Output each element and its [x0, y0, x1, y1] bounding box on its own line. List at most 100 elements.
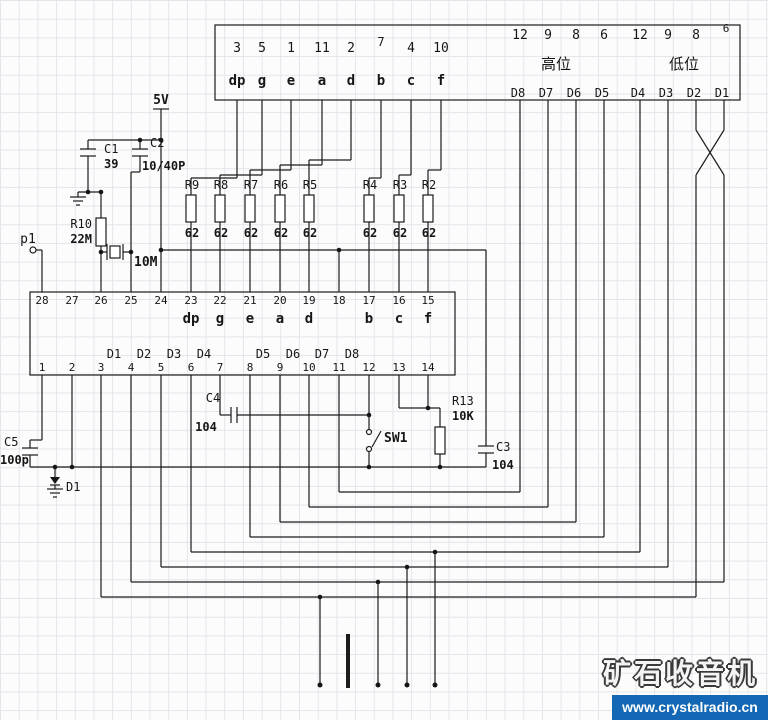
data-line-label: D2	[687, 86, 701, 100]
resistor-value: 62	[185, 226, 199, 240]
ic-pin-number: 4	[128, 361, 135, 374]
ic-segment-label: c	[395, 311, 403, 327]
ic-pin-number: 10	[302, 361, 315, 374]
crystal-value: 10M	[134, 255, 158, 270]
component-value: 22M	[70, 232, 92, 246]
display-pin-number: 5	[258, 41, 266, 56]
ic-segment-label: dp	[183, 311, 200, 327]
segment-label: a	[318, 73, 326, 89]
display-pin-number: 6	[600, 28, 608, 43]
display-pin-number: 12	[632, 28, 648, 43]
ic-pin-number: 2	[69, 361, 76, 374]
ic-data-label: D1	[107, 347, 121, 361]
component-value: 39	[104, 157, 118, 171]
watermark-url: www.crystalradio.cn	[612, 695, 768, 720]
ic-pin-number: 17	[362, 294, 375, 307]
component-name: R13	[452, 394, 474, 408]
component-name: R10	[70, 217, 92, 231]
display-pin-number: 8	[572, 28, 580, 43]
data-line-label: D6	[567, 86, 581, 100]
display-pin-number: 6	[723, 22, 730, 35]
ic-pin-number: 26	[94, 294, 107, 307]
display-pin-number: 11	[314, 41, 330, 56]
ic-pin-number: 8	[247, 361, 254, 374]
ic-data-label: D7	[315, 347, 329, 361]
segment-label: c	[407, 73, 415, 89]
ic-pin-number: 5	[158, 361, 165, 374]
ic-segment-label: d	[305, 311, 313, 327]
resistor-name: R9	[185, 178, 199, 192]
digit-high-label: 高位	[541, 56, 571, 73]
ic-pin-number: 14	[421, 361, 435, 374]
component-name: C1	[104, 142, 118, 156]
ic-pin-number: 16	[392, 294, 405, 307]
ic-segment-label: g	[216, 311, 224, 327]
data-line-label: D5	[595, 86, 609, 100]
ic-data-label: D4	[197, 347, 211, 361]
resistor-value: 62	[244, 226, 258, 240]
ic-pin-number: 15	[421, 294, 434, 307]
ic-data-label: D5	[256, 347, 270, 361]
display-pin-number: 1	[287, 41, 295, 56]
resistor-value: 62	[214, 226, 228, 240]
display-pin-number: 4	[407, 41, 415, 56]
segment-label: d	[347, 73, 355, 89]
ic-pin-number: 18	[332, 294, 345, 307]
ic-pin-number: 19	[302, 294, 315, 307]
display-pin-number: 7	[377, 35, 384, 49]
data-line-label: D3	[659, 86, 673, 100]
data-line-label: D4	[631, 86, 645, 100]
segment-label: g	[258, 73, 266, 89]
resistor-name: R2	[422, 178, 436, 192]
ic-pin-number: 12	[362, 361, 375, 374]
resistor-name: R4	[363, 178, 377, 192]
component-name: C3	[496, 440, 510, 454]
main-ic-box	[29, 291, 456, 376]
ic-pin-number: 28	[35, 294, 48, 307]
ic-segment-label: f	[424, 311, 432, 327]
digit-low-label: 低位	[669, 56, 699, 73]
component-name: C4	[206, 391, 220, 405]
component-value: 104	[492, 458, 514, 472]
ic-data-label: D3	[167, 347, 181, 361]
resistor-name: R7	[244, 178, 258, 192]
ic-pin-number: 25	[124, 294, 137, 307]
display-pin-number: 12	[512, 28, 528, 43]
segment-label: b	[377, 73, 385, 89]
segment-label: f	[437, 73, 445, 89]
display-pin-number: 3	[233, 41, 241, 56]
ic-pin-number: 21	[243, 294, 256, 307]
ic-pin-number: 11	[332, 361, 345, 374]
component-value: 10/40P	[142, 159, 185, 173]
display-pin-number: 9	[664, 28, 672, 43]
resistor-name: R3	[393, 178, 407, 192]
resistor-value: 62	[274, 226, 288, 240]
display-pin-number: 2	[347, 41, 355, 56]
component-name: SW1	[384, 431, 408, 446]
ic-segment-label: b	[365, 311, 373, 327]
ic-pin-number: 23	[184, 294, 197, 307]
watermark-title: 矿石收音机	[602, 658, 758, 689]
ic-data-label: D2	[137, 347, 151, 361]
resistor-value: 62	[393, 226, 407, 240]
labels: 3 5 1 11 2 7 4 10 dp g e a d b c f 12 9 …	[0, 22, 729, 494]
component-value: 100p	[0, 453, 29, 467]
component-name: C5	[4, 435, 18, 449]
ic-pin-number: 9	[277, 361, 284, 374]
resistor-name: R6	[274, 178, 288, 192]
ic-segment-label: e	[246, 311, 254, 327]
junction-dots	[52, 137, 443, 688]
segment-label: e	[287, 73, 295, 89]
component-name: D1	[66, 480, 80, 494]
resistor-value: 62	[363, 226, 377, 240]
display-pin-number: 10	[433, 41, 449, 56]
display-pin-number: 9	[544, 28, 552, 43]
data-line-label: D1	[715, 86, 729, 100]
resistor-name: R5	[303, 178, 317, 192]
resistor-name: R8	[214, 178, 228, 192]
ic-pin-number: 13	[392, 361, 405, 374]
component-value: 10K	[452, 409, 474, 423]
ic-data-label: D6	[286, 347, 300, 361]
